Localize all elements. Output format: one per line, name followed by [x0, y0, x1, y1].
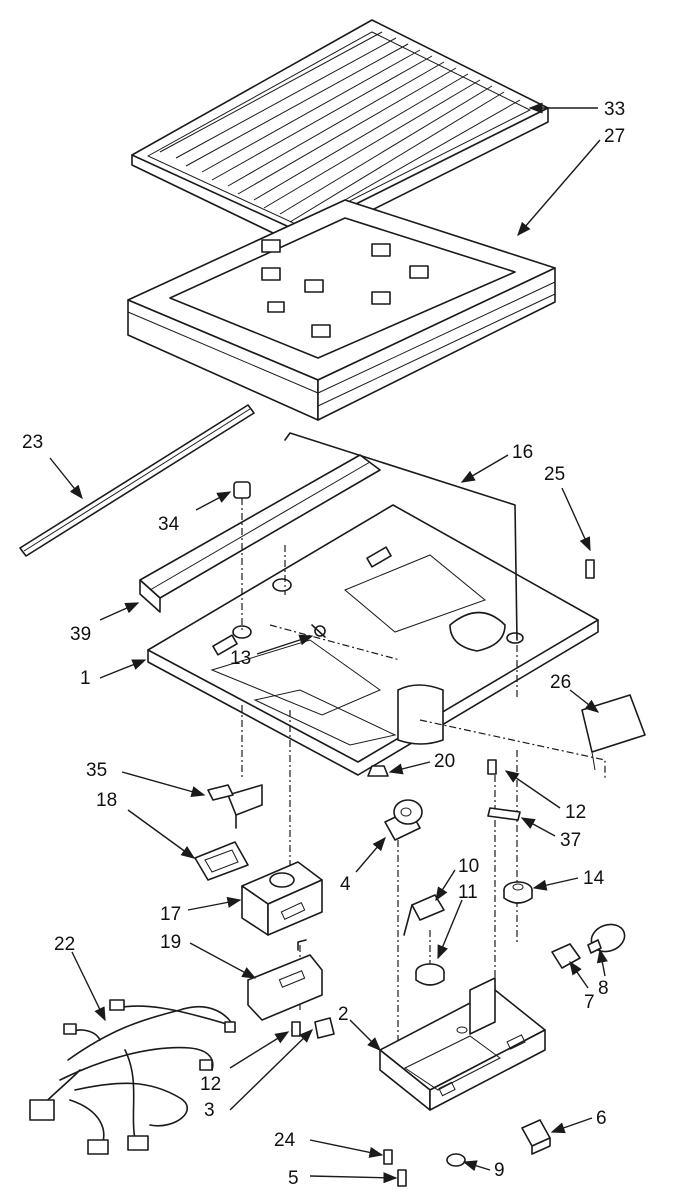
- part-27-frame: [127, 199, 556, 421]
- callout-6: 6: [596, 1108, 607, 1129]
- callout-37: 37: [560, 830, 581, 851]
- callout-12-upper: 12: [565, 802, 586, 823]
- part-19-bracket: [247, 939, 323, 1021]
- part-18-gasket: [194, 841, 249, 881]
- part-1-base-plate: [147, 504, 599, 776]
- part-25-screw: [585, 559, 595, 579]
- callout-10: 10: [458, 856, 479, 877]
- callout-20: 20: [434, 751, 455, 772]
- callout-5: 5: [288, 1168, 299, 1189]
- part-20-grommet: [367, 765, 389, 777]
- part-3-clip: [314, 1017, 335, 1039]
- part-39-channel: [139, 454, 381, 613]
- part-34-bushing: [233, 481, 251, 499]
- callout-1: 1: [80, 668, 91, 689]
- callout-3: 3: [204, 1100, 215, 1121]
- part-4-fan-motor: [384, 799, 423, 841]
- part-6-rocker-switch: [521, 1119, 551, 1155]
- callout-13: 13: [230, 648, 251, 669]
- callout-numbers: 33 27 23 16 25 34 39 13 1 26 35 20 12 18…: [22, 99, 625, 1189]
- part-17-control-housing: [241, 861, 323, 936]
- callout-14: 14: [583, 868, 605, 889]
- callout-9: 9: [494, 1160, 505, 1181]
- callout-8: 8: [598, 978, 609, 999]
- part-11-cap: [415, 963, 445, 986]
- callout-35: 35: [86, 760, 107, 781]
- part-8-light-bulb: [587, 923, 626, 954]
- part-33-grille-cover: [131, 19, 549, 247]
- part-24-screw: [383, 1149, 393, 1165]
- callout-16: 16: [512, 442, 533, 463]
- callout-4: 4: [340, 874, 351, 895]
- callout-33: 33: [604, 99, 625, 120]
- part-13-screw: [311, 624, 326, 638]
- leader-lines: [49, 102, 608, 1184]
- callout-7: 7: [584, 992, 595, 1013]
- callout-23: 23: [22, 432, 43, 453]
- callout-24: 24: [274, 1130, 296, 1151]
- callout-18: 18: [96, 790, 117, 811]
- part-5-screw: [397, 1169, 407, 1187]
- part-23-trim-strip: [19, 404, 255, 557]
- part-10-thermostat: [403, 894, 445, 936]
- part-35-switch: [207, 784, 263, 829]
- callout-27: 27: [604, 126, 625, 147]
- callout-12-lower: 12: [200, 1074, 221, 1095]
- callout-34: 34: [158, 514, 180, 535]
- part-7-lamp-holder: [551, 943, 581, 969]
- part-14-socket: [503, 881, 533, 904]
- callout-11: 11: [458, 882, 478, 903]
- callout-2: 2: [338, 1004, 349, 1025]
- part-37-clip: [487, 807, 521, 821]
- callout-26: 26: [550, 672, 571, 693]
- part-12-screw-lower: [291, 1021, 301, 1037]
- callout-39: 39: [70, 624, 91, 645]
- part-16-wire-loop: [284, 432, 518, 641]
- callout-17: 17: [160, 904, 181, 925]
- callout-22: 22: [54, 934, 75, 955]
- part-2-bracket-tray: [379, 977, 546, 1111]
- part-12-screw-upper: [487, 759, 497, 775]
- callout-25: 25: [544, 464, 565, 485]
- part-22-wiring-harness: [29, 999, 236, 1155]
- callout-19: 19: [160, 932, 181, 953]
- part-9-grommet: [446, 1153, 466, 1167]
